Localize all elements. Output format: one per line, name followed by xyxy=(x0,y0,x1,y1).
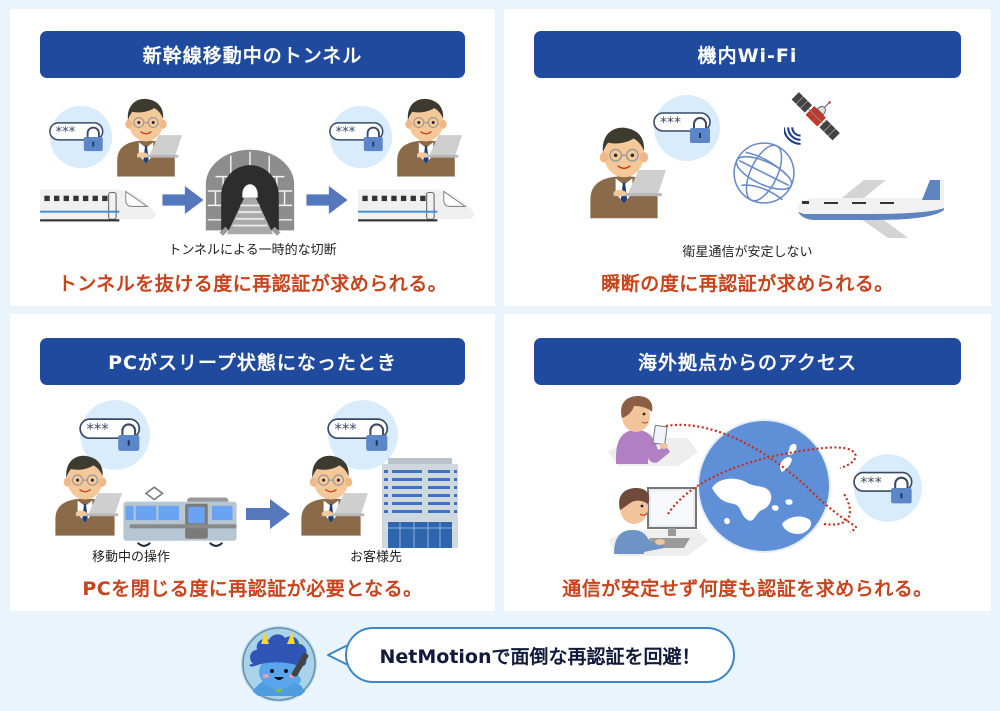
label-on-the-move: 移動中の操作 xyxy=(92,550,171,565)
bullet-train-icon xyxy=(358,185,476,230)
businessman-laptop-icon xyxy=(390,95,462,177)
arrow-right-icon xyxy=(162,186,204,214)
panel-title: 海外拠点からのアクセス xyxy=(534,338,961,385)
panel-lead: トンネルを抜ける度に再認証が求められる。 xyxy=(57,273,448,295)
tunnel-icon xyxy=(202,145,298,237)
panel-lead: 瞬断の度に再認証が求められる。 xyxy=(601,273,894,295)
password-lock-icon xyxy=(652,93,722,163)
label-client-site: お客様先 xyxy=(350,550,403,565)
mascot-avatar-icon xyxy=(241,626,317,702)
airplane-icon xyxy=(794,169,944,241)
panel-lead: PCを閉じる度に再認証が必要となる。 xyxy=(82,578,423,600)
password-lock-icon xyxy=(48,104,114,170)
panel-pc-sleep: PCがスリープ状態になったとき 移動中の操作 お客様先 PCを閉じる度に再認証が… xyxy=(10,314,495,611)
panel-overseas-access: 海外拠点からのアクセス 通信が安定せず何度も認証を求められる。 xyxy=(504,314,991,611)
speech-bubble-tail xyxy=(327,644,349,666)
panel-inflight-wifi: 機内Wi-Fi 衛星通信が安定しない 瞬断の度に再認証が求められる。 xyxy=(504,9,991,306)
password-lock-icon xyxy=(852,452,924,524)
panel-shinkansen-tunnel: 新幹線移動中のトンネル トンネルによる一時的な切断 トンネルを抜ける度に再認証が… xyxy=(10,9,495,306)
panel-title: 新幹線移動中のトンネル xyxy=(40,31,465,78)
panel-title: PCがスリープ状態になったとき xyxy=(40,338,465,385)
businessman-laptop-icon xyxy=(110,95,182,177)
globe-icon xyxy=(731,140,797,206)
speech-bubble-message: NetMotionで面倒な再認証を回避！ xyxy=(379,645,701,668)
arrow-right-icon xyxy=(246,499,290,529)
dotted-orbit xyxy=(665,423,858,533)
office-building-icon xyxy=(380,458,460,548)
speech-bubble: NetMotionで面倒な再認証を回避！ xyxy=(345,627,735,683)
panel-caption: トンネルによる一時的な切断 xyxy=(168,243,337,258)
password-lock-icon xyxy=(328,104,394,170)
panel-title: 機内Wi-Fi xyxy=(534,31,961,78)
panel-caption: 衛星通信が安定しない xyxy=(682,245,813,260)
satellite-icon xyxy=(784,87,846,147)
businessman-laptop-icon xyxy=(294,452,368,536)
bullet-train-icon xyxy=(40,185,158,230)
train-icon xyxy=(122,479,238,549)
businessman-laptop-icon xyxy=(48,452,122,536)
arrow-right-icon xyxy=(306,186,348,214)
panel-lead: 通信が安定せず何度も認証を求められる。 xyxy=(562,578,933,600)
